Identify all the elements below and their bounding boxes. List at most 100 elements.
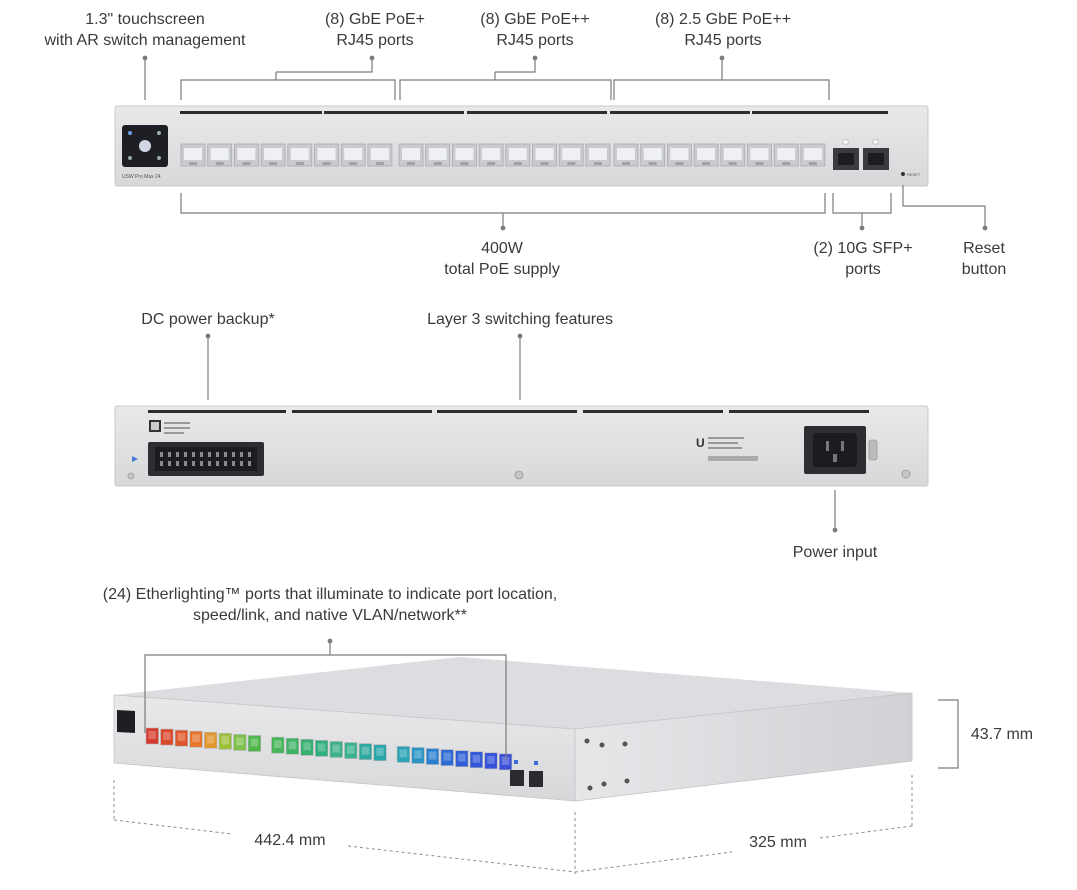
rj45-port	[340, 143, 366, 167]
rj45-port	[287, 143, 313, 167]
gbe-poe-plusplus-line1: (8) GbE PoE++	[480, 11, 590, 28]
dc-pin	[248, 461, 251, 466]
rj45-port	[260, 143, 286, 167]
height-dimension-label: 43.7 mm	[970, 726, 1034, 743]
reset-button-line1: Reset	[963, 240, 1005, 257]
etherlighting-port	[174, 729, 188, 747]
etherlighting-port	[396, 746, 410, 763]
rj45-port	[451, 143, 477, 167]
etherlighting-port	[218, 733, 232, 750]
reset-silk: RESET	[907, 172, 921, 177]
sfp-ports-line1: (2) 10G SFP+	[813, 240, 913, 257]
perspective-callout-lines	[144, 638, 959, 769]
dc-pin	[240, 452, 243, 457]
poe-supply-line2: total PoE supply	[444, 261, 560, 278]
front-panel: USW Pro Max 24 RESET	[114, 105, 929, 187]
rj45-port	[558, 143, 584, 167]
layer3-label: Layer 3 switching features	[427, 311, 613, 328]
dc-pin	[184, 461, 187, 466]
reset-button-label: Reset button	[944, 238, 1024, 280]
gbe-poe-plus-line2: RJ45 ports	[336, 32, 414, 49]
etherlighting-port	[484, 752, 498, 770]
rj45-port	[505, 143, 531, 167]
rj45-port	[367, 143, 393, 167]
dc-pin	[232, 461, 235, 466]
gbe25-poe-plusplus-line2: RJ45 ports	[684, 32, 762, 49]
etherlighting-port	[358, 743, 372, 760]
etherlighting-port	[315, 740, 329, 757]
dc-pin	[216, 461, 219, 466]
sfp-ports-line2: ports	[845, 261, 881, 278]
rj45-port	[314, 143, 339, 167]
sfp-cages	[833, 139, 889, 170]
perspective-touchscreen	[117, 710, 135, 733]
device-model-silk: USW Pro Max 24	[122, 174, 161, 180]
dc-pin	[216, 452, 219, 457]
power-input-label: Power input	[792, 544, 878, 561]
etherlighting-port	[247, 735, 261, 752]
touchscreen-label: 1.3" touchscreen with AR switch manageme…	[30, 9, 260, 51]
front-top-strips	[180, 111, 888, 114]
etherlighting-port	[469, 751, 483, 769]
etherlighting-port	[440, 749, 454, 766]
rj45-port	[667, 143, 692, 167]
rj45-port	[532, 143, 557, 167]
etherlighting-port	[271, 736, 285, 754]
rj45-port	[773, 143, 799, 167]
rj45-port	[720, 143, 746, 167]
dc-pin	[176, 461, 179, 466]
etherlighting-port	[145, 727, 159, 745]
front-callout-lines	[142, 55, 988, 231]
dc-pin	[168, 452, 171, 457]
etherlighting-port	[160, 728, 174, 746]
poe-supply-label: 400W total PoE supply	[412, 238, 592, 280]
rj45-port	[233, 143, 259, 167]
dc-pin	[240, 461, 243, 466]
dc-pin	[232, 452, 235, 457]
gbe-poe-plus-label: (8) GbE PoE+ RJ45 ports	[300, 9, 450, 51]
etherlighting-port	[233, 734, 247, 751]
etherlighting-port	[411, 747, 425, 764]
rj45-port	[585, 143, 611, 167]
gbe-poe-plus-line1: (8) GbE PoE+	[324, 11, 426, 28]
etherlighting-line1: (24) Etherlighting™ ports that illuminat…	[102, 586, 558, 603]
etherlighting-line2: speed/link, and native VLAN/network**	[193, 607, 467, 624]
gbe25-poe-plusplus-line1: (8) 2.5 GbE PoE++	[654, 11, 792, 28]
rj45-port	[613, 143, 639, 167]
gbe-poe-plusplus-line2: RJ45 ports	[496, 32, 574, 49]
etherlighting-port	[426, 748, 440, 765]
width-dimension-label: 442.4 mm	[254, 832, 326, 849]
etherlighting-port	[300, 739, 314, 756]
etherlighting-label: (24) Etherlighting™ ports that illuminat…	[60, 584, 600, 626]
rear-callout-lines	[205, 333, 838, 533]
reset-button-line2: button	[961, 261, 1007, 278]
dc-pin	[192, 452, 195, 457]
rj45-port	[180, 143, 206, 167]
dc-pin	[176, 452, 179, 457]
dc-pin	[184, 452, 187, 457]
rj45-port	[800, 143, 826, 167]
dc-pin	[224, 452, 227, 457]
rj45-port	[640, 143, 666, 167]
etherlighting-port	[204, 731, 218, 749]
dc-pin	[160, 452, 163, 457]
etherlighting-port	[189, 730, 203, 748]
rear-top-strips	[148, 410, 869, 413]
perspective-switch	[113, 657, 913, 802]
etherlighting-ports	[145, 727, 513, 771]
etherlighting-port	[344, 742, 358, 759]
poe-supply-line1: 400W	[481, 240, 523, 257]
front-rj45-ports	[180, 143, 826, 167]
etherlighting-port	[455, 750, 469, 767]
dc-pin	[224, 461, 227, 466]
rear-panel: U	[114, 405, 929, 487]
rj45-port	[747, 143, 772, 167]
dc-pin	[168, 461, 171, 466]
dc-pin	[248, 452, 251, 457]
dc-arrow-icon	[132, 456, 138, 462]
dc-pin	[208, 461, 211, 466]
dc-pin	[200, 461, 203, 466]
rj45-port	[398, 143, 424, 167]
dc-pin	[200, 452, 203, 457]
